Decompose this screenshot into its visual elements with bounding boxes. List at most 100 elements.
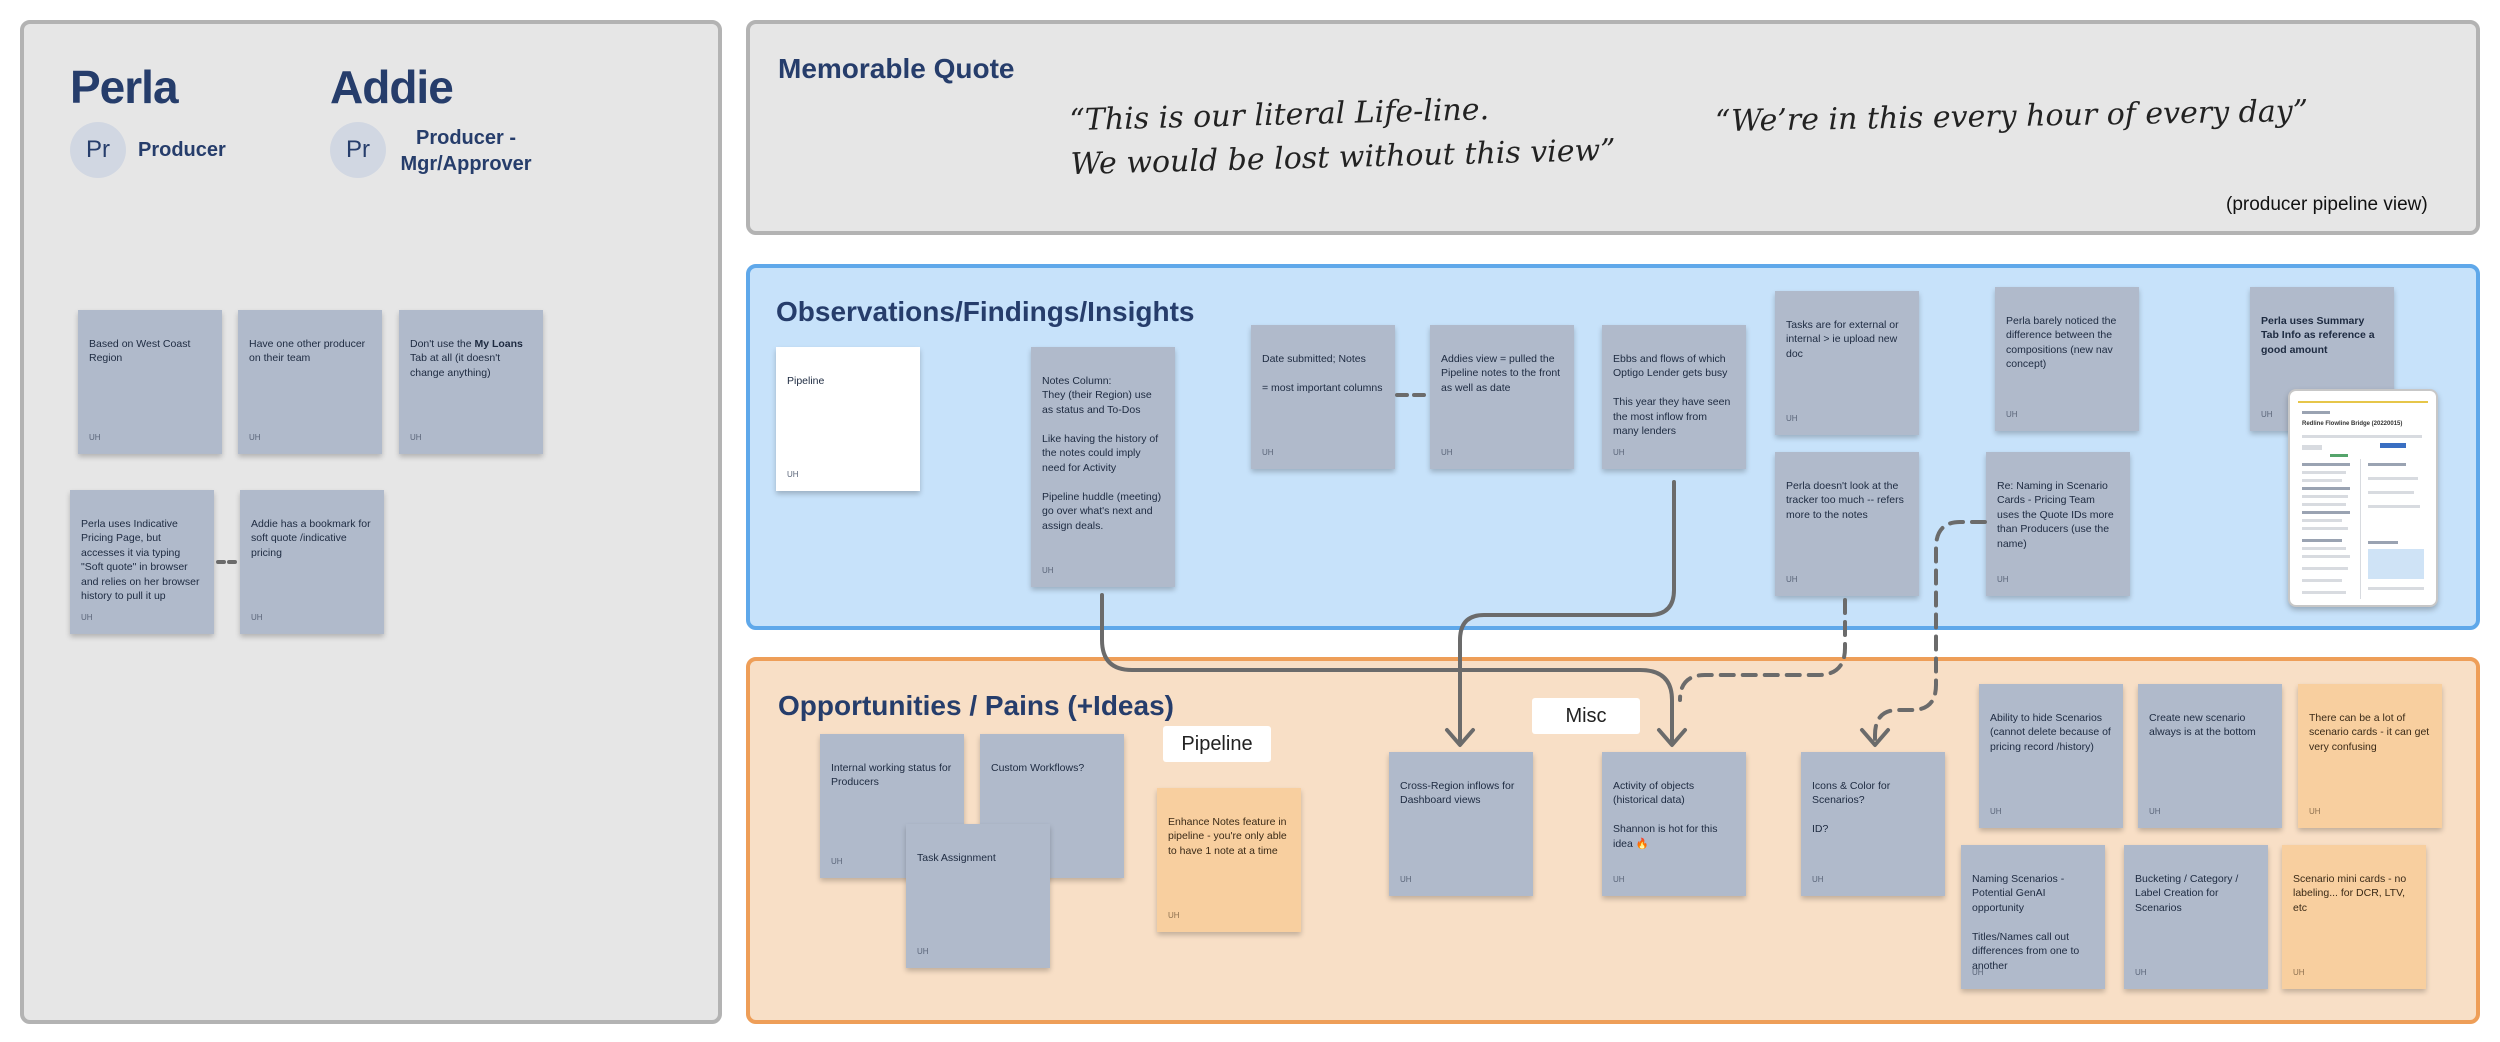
- sticky-author: UH: [1812, 874, 1824, 884]
- sticky-note[interactable]: Scenario mini cards - no labeling... for…: [2282, 845, 2426, 989]
- sticky-note[interactable]: Perla uses Indicative Pricing Page, but …: [70, 490, 214, 634]
- connector-line: [1458, 480, 1676, 744]
- sticky-author: UH: [81, 612, 93, 622]
- sticky-author: UH: [1613, 874, 1625, 884]
- sticky-text: There can be a lot of scenario cards - i…: [2309, 711, 2430, 753]
- sticky-text-part: Tab at all (it doesn't change anything): [410, 352, 501, 379]
- sticky-text: Ability to hide Scenarios (cannot delete…: [1990, 711, 2111, 753]
- arrowhead: [1657, 728, 1687, 747]
- sticky-author: UH: [2261, 409, 2273, 419]
- sticky-author: UH: [1972, 967, 1984, 977]
- sticky-author: UH: [1400, 874, 1412, 884]
- persona-role-perla: Producer: [138, 139, 226, 161]
- sticky-text: Perla uses Summary Tab Info as reference…: [2261, 314, 2375, 356]
- quote-panel: [746, 20, 2480, 235]
- sticky-author: UH: [2309, 806, 2321, 816]
- persona-role-addie: Producer - Mgr/Approver: [400, 127, 532, 175]
- sticky-note[interactable]: Addie has a bookmark for soft quote /ind…: [240, 490, 384, 634]
- sticky-note[interactable]: Activity of objects (historical data) Sh…: [1602, 752, 1746, 896]
- connector-line: [1873, 520, 1987, 744]
- sticky-author: UH: [2006, 409, 2018, 419]
- connector-line: [1100, 593, 1674, 744]
- sticky-author: UH: [831, 856, 843, 866]
- label-misc: Misc: [1532, 698, 1640, 734]
- sticky-author: UH: [1262, 447, 1274, 457]
- sticky-author: UH: [1042, 565, 1054, 575]
- sticky-note[interactable]: Re: Naming in Scenario Cards - Pricing T…: [1986, 452, 2130, 596]
- sticky-note[interactable]: Perla doesn't look at the tracker too mu…: [1775, 452, 1919, 596]
- sticky-text: Perla barely noticed the difference betw…: [2006, 314, 2117, 371]
- sticky-note[interactable]: Date submitted; Notes = most important c…: [1251, 325, 1395, 469]
- sticky-author: UH: [2293, 967, 2305, 977]
- sticky-author: UH: [917, 946, 929, 956]
- sticky-note[interactable]: Have one other producer on their team UH: [238, 310, 382, 454]
- sticky-text: Cross-Region inflows for Dashboard views: [1400, 779, 1515, 807]
- mock-screen-title: Redline Flowline Bridge (20220015): [2302, 421, 2403, 427]
- connector-line: [1678, 598, 1847, 702]
- sticky-author: UH: [1441, 447, 1453, 457]
- observations-title: Observations/Findings/Insights: [776, 296, 1195, 327]
- sticky-note[interactable]: Perla barely noticed the difference betw…: [1995, 287, 2139, 431]
- avatar[interactable]: Pr: [330, 122, 386, 178]
- sticky-note[interactable]: Ability to hide Scenarios (cannot delete…: [1979, 684, 2123, 828]
- sticky-text: Notes Column: They (their Region) use as…: [1042, 374, 1162, 532]
- sticky-text: Pipeline: [787, 374, 825, 387]
- sticky-note[interactable]: Cross-Region inflows for Dashboard views…: [1389, 752, 1533, 896]
- sticky-note[interactable]: Icons & Color for Scenarios? ID? UH: [1801, 752, 1945, 896]
- label-pipeline: Pipeline: [1163, 726, 1271, 762]
- sticky-note[interactable]: Enhance Notes feature in pipeline - you'…: [1157, 788, 1301, 932]
- sticky-text: Naming Scenarios - Potential GenAI oppor…: [1972, 872, 2080, 972]
- sticky-author: UH: [249, 432, 261, 442]
- quote-panel-title: Memorable Quote: [778, 53, 1015, 84]
- opportunities-title: Opportunities / Pains (+Ideas): [778, 690, 1174, 721]
- sticky-author: UH: [1613, 447, 1625, 457]
- sticky-text: Task Assignment: [917, 851, 996, 864]
- sticky-note[interactable]: Pipeline UH: [776, 347, 920, 491]
- sticky-text: Perla doesn't look at the tracker too mu…: [1786, 479, 1904, 521]
- sticky-author: UH: [1997, 574, 2009, 584]
- sticky-text-part: Don't use the: [410, 337, 475, 350]
- sticky-text: Internal working status for Producers: [831, 761, 952, 789]
- pipeline-screenshot-thumbnail[interactable]: Redline Flowline Bridge (20220015): [2288, 389, 2438, 607]
- sticky-text: Icons & Color for Scenarios? ID?: [1812, 779, 1891, 836]
- sticky-text: Based on West Coast Region: [89, 337, 191, 365]
- sticky-author: UH: [1990, 806, 2002, 816]
- sticky-text: Date submitted; Notes = most important c…: [1262, 352, 1383, 394]
- sticky-text: Scenario mini cards - no labeling... for…: [2293, 872, 2407, 914]
- persona-name-perla: Perla: [70, 61, 179, 113]
- sticky-note[interactable]: Notes Column: They (their Region) use as…: [1031, 347, 1175, 587]
- sticky-text: Create new scenario always is at the bot…: [2149, 711, 2256, 739]
- sticky-author: UH: [1786, 413, 1798, 423]
- sticky-author: UH: [89, 432, 101, 442]
- sticky-note[interactable]: Naming Scenarios - Potential GenAI oppor…: [1961, 845, 2105, 989]
- sticky-text: Have one other producer on their team: [249, 337, 366, 365]
- sticky-note[interactable]: Based on West Coast Region UH: [78, 310, 222, 454]
- avatar[interactable]: Pr: [70, 122, 126, 178]
- sticky-author: UH: [787, 469, 799, 479]
- sticky-text: Addies view = pulled the Pipeline notes …: [1441, 352, 1561, 394]
- sticky-author: UH: [1786, 574, 1798, 584]
- sticky-text: Ebbs and flows of which Optigo Lender ge…: [1613, 352, 1731, 438]
- sticky-note[interactable]: Bucketing / Category / Label Creation fo…: [2124, 845, 2268, 989]
- sticky-note[interactable]: Task Assignment UH: [906, 824, 1050, 968]
- sticky-note[interactable]: Tasks are for external or internal > ie …: [1775, 291, 1919, 435]
- sticky-note[interactable]: Addies view = pulled the Pipeline notes …: [1430, 325, 1574, 469]
- sticky-note[interactable]: Don't use the My Loans Tab at all (it do…: [399, 310, 543, 454]
- sticky-text: Enhance Notes feature in pipeline - you'…: [1168, 815, 1287, 857]
- sticky-text: Re: Naming in Scenario Cards - Pricing T…: [1997, 479, 2114, 550]
- sticky-note[interactable]: Create new scenario always is at the bot…: [2138, 684, 2282, 828]
- sticky-author: UH: [2149, 806, 2161, 816]
- sticky-author: UH: [1168, 910, 1180, 920]
- quote-caption: (producer pipeline view): [2226, 194, 2428, 215]
- sticky-text-bold: My Loans: [474, 337, 523, 350]
- sticky-note[interactable]: Ebbs and flows of which Optigo Lender ge…: [1602, 325, 1746, 469]
- sticky-text: Activity of objects (historical data) Sh…: [1613, 779, 1718, 850]
- arrowhead: [1860, 728, 1890, 747]
- sticky-text: Custom Workflows?: [991, 761, 1085, 774]
- sticky-text: Perla uses Indicative Pricing Page, but …: [81, 517, 200, 603]
- sticky-note[interactable]: There can be a lot of scenario cards - i…: [2298, 684, 2442, 828]
- persona-name-addie: Addie: [330, 61, 454, 113]
- arrowhead: [1445, 728, 1475, 747]
- sticky-text: Bucketing / Category / Label Creation fo…: [2135, 872, 2239, 914]
